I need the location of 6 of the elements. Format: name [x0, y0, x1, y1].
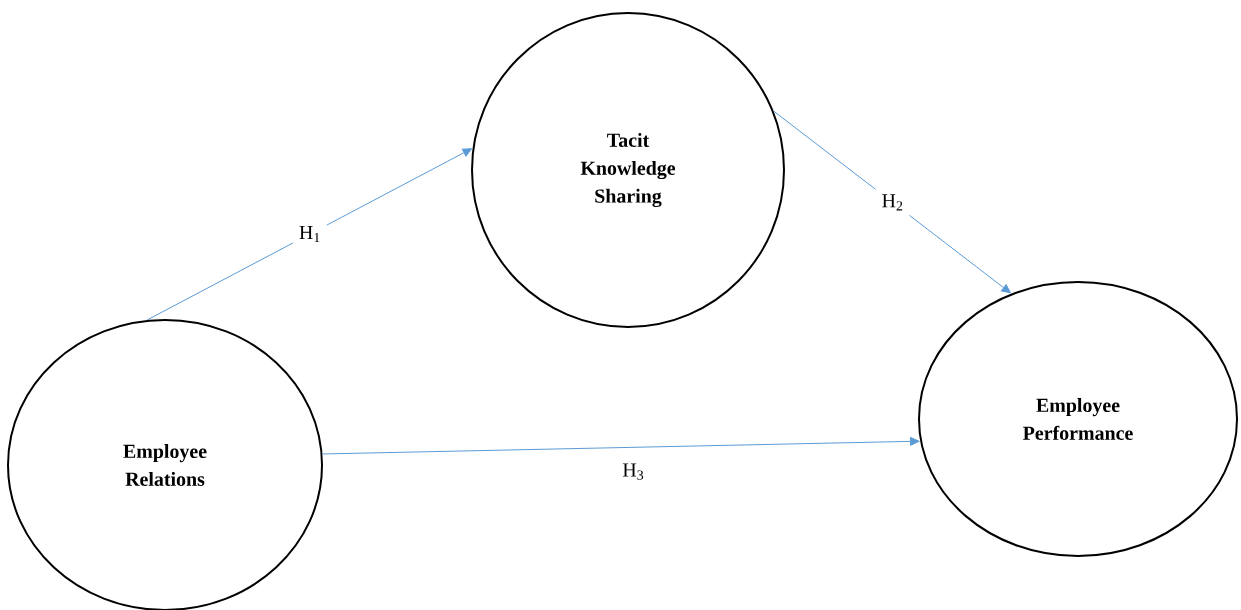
- edge-label: H$_{2}$: [882, 194, 903, 211]
- edge-label: H$_{1}$: [299, 225, 320, 243]
- arrow: [773, 110, 1011, 294]
- edge-label: H$_{3}$: [622, 463, 644, 480]
- arrow: [322, 437, 920, 455]
- arrow: [146, 148, 472, 321]
